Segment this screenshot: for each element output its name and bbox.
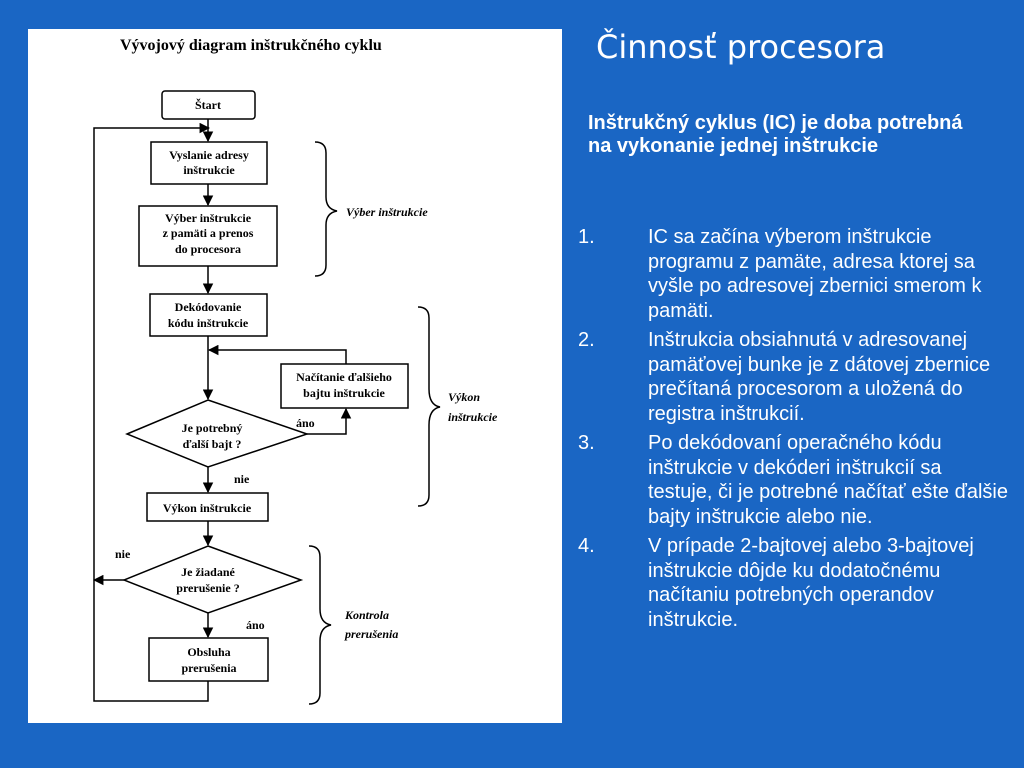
fetch-phase-label: Výber inštrukcie: [346, 205, 428, 219]
step-item: 4. V prípade 2-bajtovej alebo 3-bajtovej…: [578, 534, 1008, 632]
yes-label-interrupt: áno: [246, 618, 265, 632]
step-item: 3. Po dekódovaní operačného kódu inštruk…: [578, 431, 1008, 529]
flowchart-title: Vývojový diagram inštrukčného cyklu: [120, 37, 382, 54]
step-item: 1. IC sa začína výberom inštrukcie progr…: [578, 225, 1008, 323]
fetch-line-2: z pamäti a prenos: [163, 226, 254, 240]
interrupt-phase-label-2: prerušenia: [344, 627, 398, 641]
more-bytes-line-1: Je potrebný: [182, 421, 243, 435]
steps-list: 1. IC sa začína výberom inštrukcie progr…: [578, 225, 1008, 637]
step-number: 4.: [578, 535, 595, 557]
slide-title: Činnosť procesora: [596, 28, 886, 66]
flowchart: Vývojový diagram inštrukčného cyklu: [92, 37, 498, 705]
send-address-line-1: Vyslanie adresy: [169, 148, 249, 162]
exec-phase-label-2: inštrukcie: [448, 410, 498, 424]
read-next-byte-line-2: bajtu inštrukcie: [303, 386, 385, 400]
step-text: Po dekódovaní operačného kódu inštrukcie…: [648, 432, 1008, 528]
execute-label: Výkon inštrukcie: [163, 501, 252, 515]
read-next-byte-line-1: Načítanie ďalšieho: [296, 370, 392, 384]
start-label: Štart: [195, 98, 221, 112]
no-label-bytes: nie: [234, 472, 250, 486]
fetch-line-1: Výber inštrukcie: [165, 211, 252, 225]
decode-line-1: Dekódovanie: [175, 300, 242, 314]
slide-subtitle: Inštrukčný cyklus (IC) je doba potrebná …: [588, 112, 963, 157]
decode-line-2: kódu inštrukcie: [168, 316, 249, 330]
yes-label-bytes: áno: [296, 416, 315, 430]
interrupt-service-line-2: prerušenia: [181, 661, 236, 675]
interrupt-q-line-1: Je žiadané: [181, 565, 235, 579]
step-number: 2.: [578, 329, 595, 351]
step-item: 2. Inštrukcia obsiahnutá v adresovanej p…: [578, 328, 1008, 426]
no-label-interrupt: nie: [115, 547, 131, 561]
exec-phase-label-1: Výkon: [448, 390, 480, 404]
step-text: Inštrukcia obsiahnutá v adresovanej pamä…: [648, 329, 991, 425]
interrupt-decision: [121, 545, 304, 614]
step-number: 3.: [578, 432, 595, 454]
fetch-line-3: do procesora: [175, 242, 241, 256]
step-text: IC sa začína výberom inštrukcie programu…: [648, 226, 982, 322]
flowchart-panel: Vývojový diagram inštrukčného cyklu: [28, 29, 562, 723]
interrupt-phase-label-1: Kontrola: [344, 608, 389, 622]
interrupt-q-line-2: prerušenie ?: [176, 581, 239, 595]
more-bytes-line-2: ďalší bajt ?: [183, 437, 242, 451]
step-text: V prípade 2-bajtovej alebo 3-bajtovej in…: [648, 535, 974, 631]
interrupt-service-line-1: Obsluha: [187, 645, 230, 659]
step-number: 1.: [578, 226, 595, 248]
send-address-line-2: inštrukcie: [183, 163, 235, 177]
